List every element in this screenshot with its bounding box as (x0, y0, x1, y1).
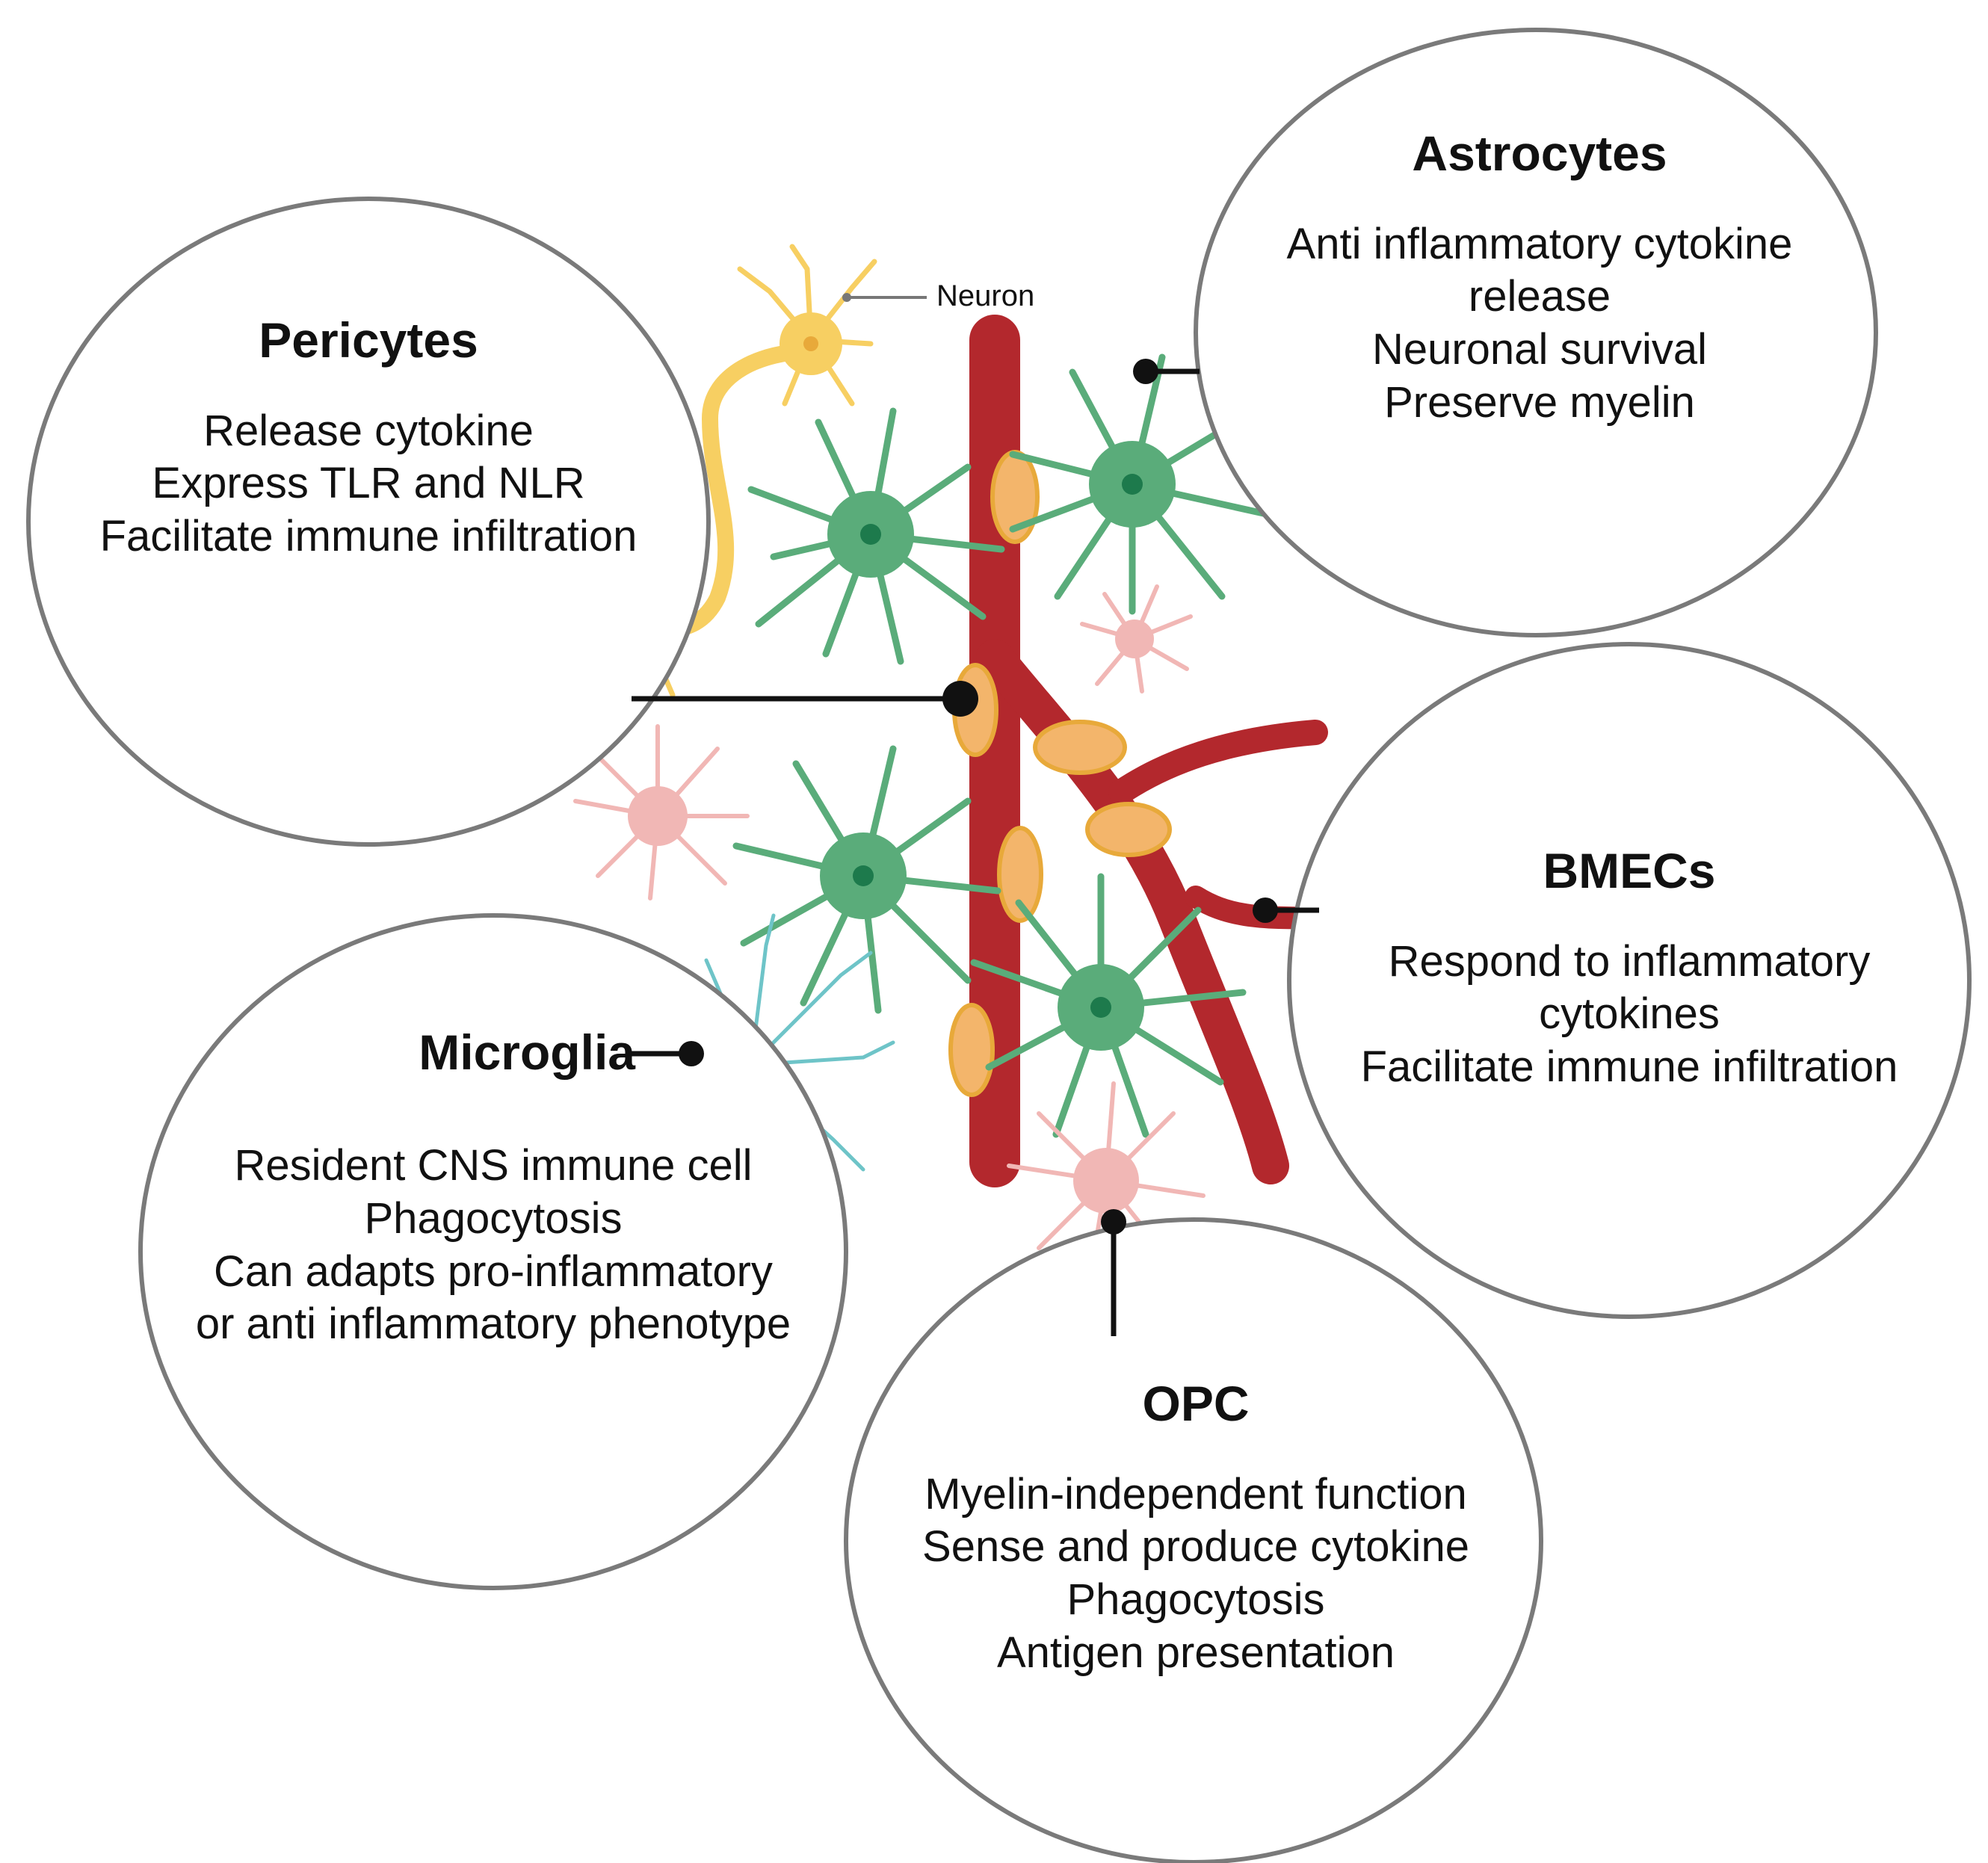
astrocytes-circle (1194, 28, 1878, 637)
microglia-line: Can adapts pro-inflammatory (214, 1246, 773, 1296)
astrocyte-cell (747, 407, 1005, 665)
bmecs-connector (1253, 897, 1319, 923)
astrocyte-cell (732, 745, 1001, 1014)
astrocytes-line: release (1468, 272, 1611, 321)
astrocytes-title: Astrocytes (1412, 126, 1667, 181)
microglia-circle (138, 913, 848, 1590)
astrocyte-cell (1009, 353, 1271, 615)
astrocytes-connector (1133, 359, 1200, 384)
microglia-text: Resident CNS immune cell Phagocytosis Ca… (153, 1140, 833, 1351)
astrocytes-line: Anti inflammatory cytokine (1286, 219, 1793, 268)
bmecs-text: BMECs Respond to inflammatory cytokines … (1315, 841, 1943, 1094)
pericytes-line: Release cytokine (203, 406, 534, 455)
opc-line: Sense and produce cytokine (922, 1522, 1469, 1572)
bmecs-line: cytokines (1539, 989, 1720, 1039)
opc-title: OPC (1142, 1376, 1250, 1431)
opc-cell (573, 724, 750, 900)
opc-circle (844, 1217, 1543, 1863)
microglia-line: Phagocytosis (364, 1193, 623, 1243)
opc-line: Myelin-independent function (924, 1469, 1467, 1518)
opc-cell (1080, 584, 1193, 693)
pericytes-connector (632, 681, 978, 717)
astrocyte-cell (970, 873, 1247, 1138)
microglia-connector (629, 1041, 704, 1066)
opc-text: OPC Myelin-independent function Sense an… (874, 1374, 1517, 1680)
neuron-label: Neuron (936, 279, 1035, 312)
microglia-line: or anti inflammatory phenotype (195, 1300, 791, 1349)
info-circles (26, 28, 1972, 1863)
opc-connector (1101, 1209, 1126, 1336)
bmecs-title: BMECs (1543, 843, 1716, 898)
pericytes-text: Pericytes Release cytokine Express TLR a… (51, 310, 686, 563)
pericyte-cell (1033, 720, 1127, 775)
bmecs-line: Facilitate immune infiltration (1360, 1042, 1898, 1092)
neuron-label-leader (842, 293, 927, 302)
vessel-branch-upper (1108, 720, 1328, 805)
pericyte-cell (997, 826, 1043, 923)
opc-line: Antigen presentation (996, 1628, 1395, 1677)
pericyte-cells (948, 450, 1172, 1097)
astrocytes-line: Preserve myelin (1384, 377, 1695, 427)
bmecs-line: Respond to inflammatory (1388, 936, 1871, 986)
pericytes-line: Express TLR and NLR (152, 459, 585, 508)
bmecs-circle (1287, 642, 1972, 1319)
opc-line: Phagocytosis (1066, 1575, 1325, 1625)
pericytes-circle (26, 197, 711, 847)
pericyte-cell (948, 1003, 995, 1097)
microglia-title: Microglia (419, 1025, 635, 1080)
pericytes-title: Pericytes (259, 312, 478, 368)
astrocyte-cells (732, 353, 1271, 1138)
pericytes-line: Facilitate immune infiltration (99, 512, 638, 561)
microglia-line: Resident CNS immune cell (234, 1141, 753, 1190)
astrocytes-line: Neuronal survival (1371, 325, 1708, 374)
connectors (629, 293, 1319, 1336)
microglia-title-wrap: Microglia (351, 1022, 635, 1083)
opc-cell (1007, 1081, 1206, 1273)
opc-cells (573, 584, 1206, 1273)
pericyte-cell (1085, 802, 1172, 857)
astrocytes-text: Astrocytes Anti inflammatory cytokine re… (1226, 123, 1853, 430)
